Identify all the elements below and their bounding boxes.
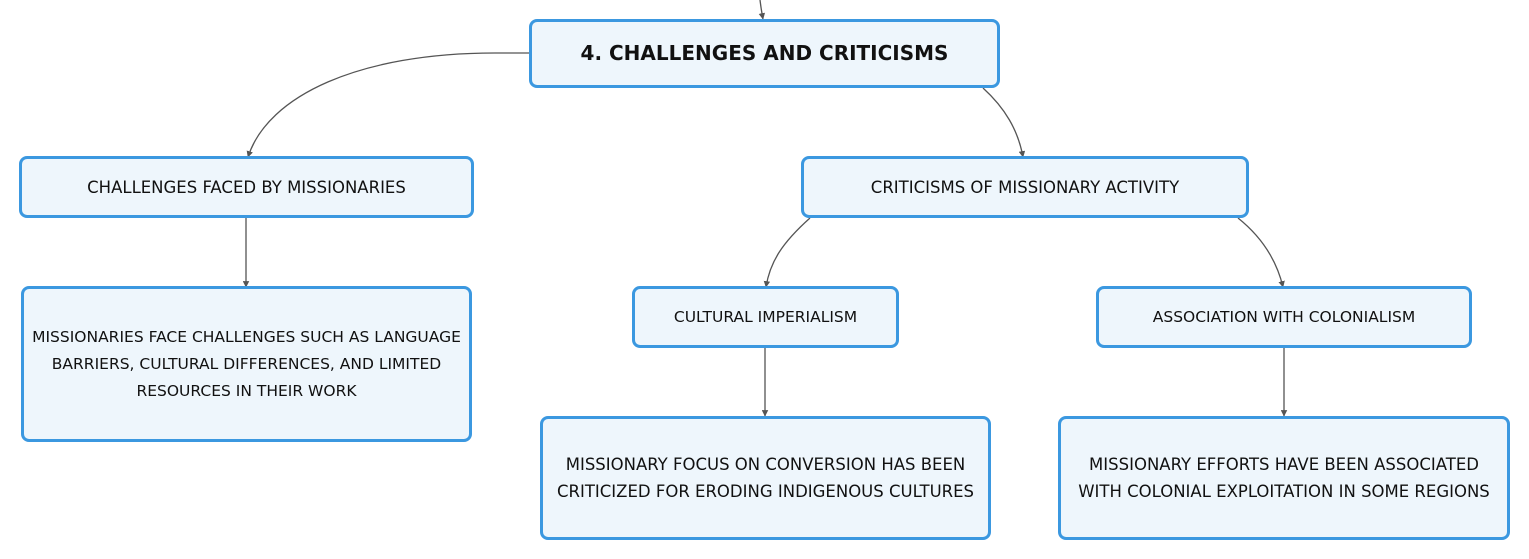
- challenges-detail-text: MISSIONARIES FACE CHALLENGES SUCH AS LAN…: [32, 327, 461, 400]
- connector-root-to-criticisms: [982, 87, 1026, 158]
- root-node-label: 4. CHALLENGES AND CRITICISMS: [580, 41, 949, 65]
- imperialism-node[interactable]: CULTURAL IMPERIALISM: [632, 286, 899, 348]
- root-node[interactable]: 4. CHALLENGES AND CRITICISMS: [529, 19, 1000, 88]
- connector-parent-to-root: [758, 0, 766, 20]
- criticisms-node[interactable]: CRITICISMS OF MISSIONARY ACTIVITY: [801, 156, 1249, 218]
- imperialism-detail-node[interactable]: MISSIONARY FOCUS ON CONVERSION HAS BEEN …: [540, 416, 991, 540]
- colonialism-detail-text: MISSIONARY EFFORTS HAVE BEEN ASSOCIATED …: [1078, 455, 1490, 501]
- connector-criticisms-to-imperialism: [763, 217, 811, 288]
- imperialism-node-label: CULTURAL IMPERIALISM: [673, 307, 858, 326]
- connector-root-to-challenges: [246, 52, 530, 158]
- challenges-node[interactable]: CHALLENGES FACED BY MISSIONARIES: [19, 156, 474, 218]
- connector-criticisms-to-colonialism: [1237, 217, 1285, 288]
- colonialism-node-label: ASSOCIATION WITH COLONIALISM: [1152, 307, 1416, 326]
- colonialism-node[interactable]: ASSOCIATION WITH COLONIALISM: [1096, 286, 1472, 348]
- challenges-node-label: CHALLENGES FACED BY MISSIONARIES: [87, 177, 406, 197]
- colonialism-detail-node[interactable]: MISSIONARY EFFORTS HAVE BEEN ASSOCIATED …: [1058, 416, 1510, 540]
- criticisms-node-label: CRITICISMS OF MISSIONARY ACTIVITY: [870, 177, 1180, 197]
- imperialism-detail-text: MISSIONARY FOCUS ON CONVERSION HAS BEEN …: [556, 455, 975, 501]
- challenges-detail-node[interactable]: MISSIONARIES FACE CHALLENGES SUCH AS LAN…: [21, 286, 472, 442]
